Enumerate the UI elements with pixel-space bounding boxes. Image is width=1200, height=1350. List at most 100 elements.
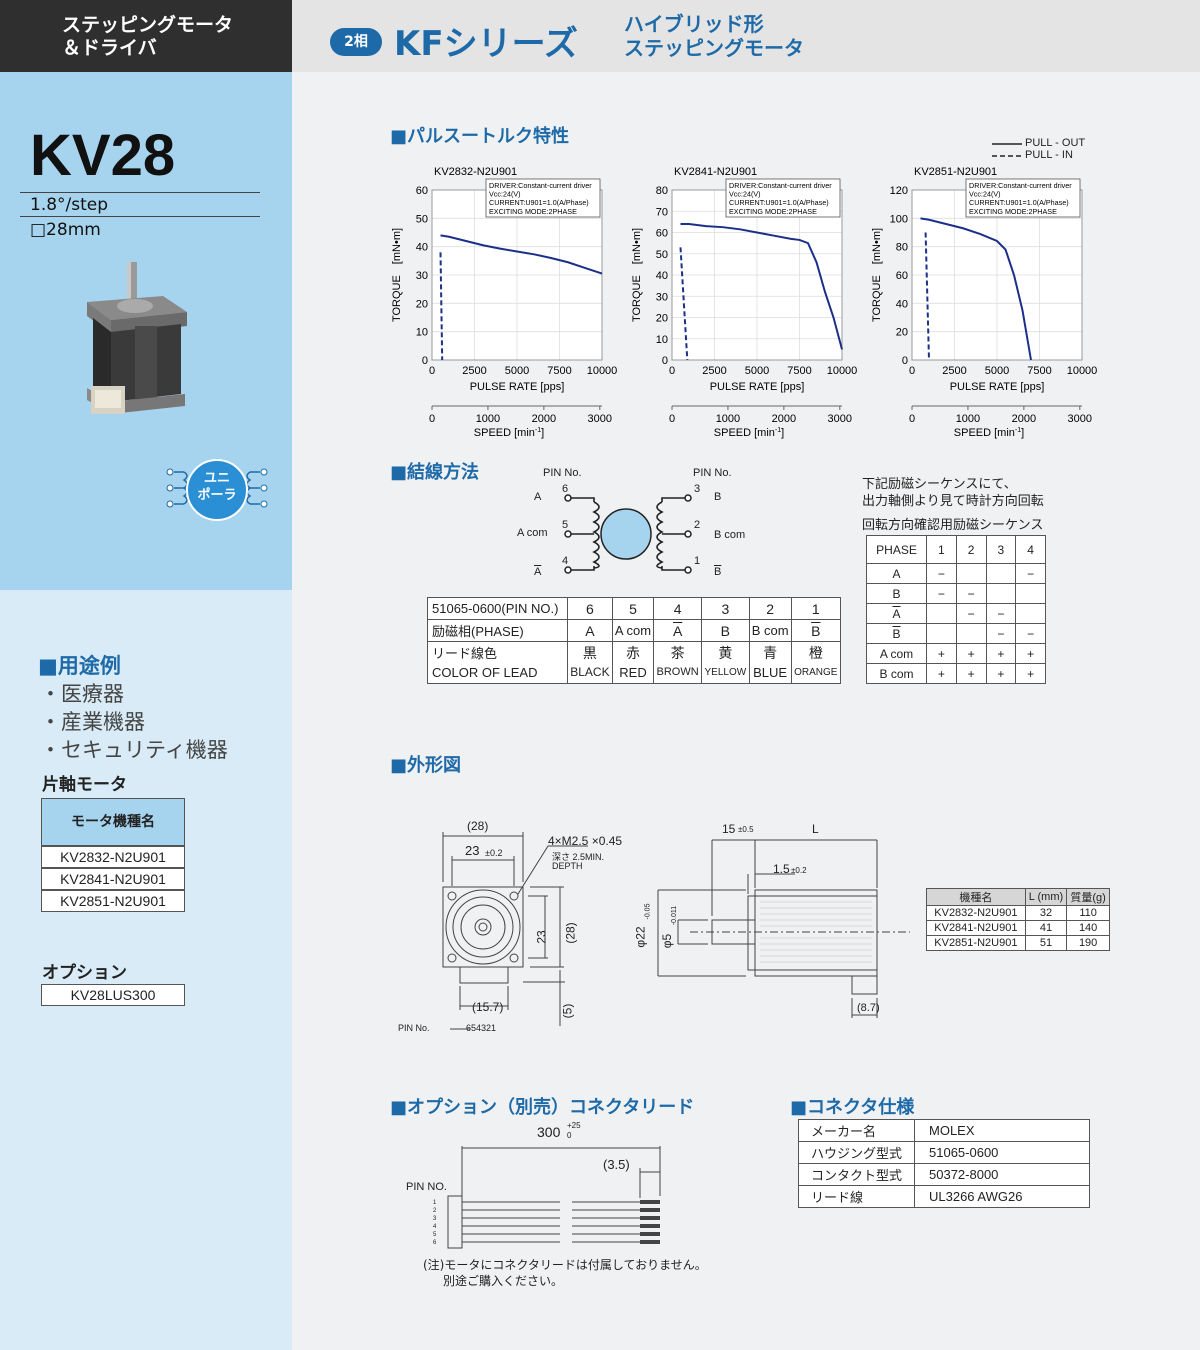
dim-phi5-tol: -0.011	[671, 905, 679, 926]
lead-note: (注)モータにコネクタリードは付属しておりません。 別途ご購入ください。	[423, 1257, 707, 1289]
spec-cell: KV2832-N2U901	[926, 905, 1026, 921]
pin-table-head: 1	[790, 597, 842, 620]
connector-value: UL3266 AWG26	[914, 1185, 1090, 1208]
pin-table-head: 6	[567, 597, 613, 620]
driver-line: DRIVER:Constant-current driver	[489, 181, 592, 190]
model-list-item: KV2851-N2U901	[41, 890, 185, 912]
color-en: YELLOW	[704, 666, 747, 678]
speed-tick-label: 1000	[476, 413, 500, 425]
lead-pin-numbers: 1 2 3 4 5 6	[433, 1199, 436, 1247]
pin-number: 5	[562, 519, 569, 531]
pin-phase: A	[653, 619, 703, 642]
sequence-cell: +	[985, 643, 1017, 664]
sequence-cell	[955, 623, 987, 644]
x-tick-label: 5000	[985, 365, 1009, 377]
dim-15b: 1.5	[773, 862, 790, 876]
pullout-line	[440, 234, 603, 275]
wire-label: B	[714, 566, 722, 578]
unipolar-badge: ユニ ポーラ	[187, 470, 247, 504]
lead-length: 300	[537, 1124, 561, 1140]
sequence-cell: −	[1015, 623, 1046, 644]
speed-label-sup: -1	[775, 427, 781, 434]
pin-table-head: 5	[611, 597, 655, 620]
speed-label-sup: -1	[535, 427, 541, 434]
speed-axis-label: SPEED [min-1]	[714, 427, 784, 439]
sequence-phase: A	[866, 563, 927, 584]
wiring-title: ■結線方法	[390, 462, 480, 483]
color-en: BLACK	[570, 664, 610, 679]
sequence-cell: +	[1015, 663, 1046, 684]
driver-line: EXCITING MODE:2PHASE	[729, 207, 817, 216]
category-header: ステッピングモータ ＆ドライバ	[0, 0, 292, 72]
pin-number: 4	[562, 555, 569, 567]
y-tick-label: 0	[902, 355, 908, 367]
speed-tick-label: 0	[429, 413, 435, 425]
speed-label-sup: -1	[1015, 427, 1021, 434]
chart-title: KV2851-N2U901	[914, 166, 997, 178]
pin-number: 2	[694, 519, 701, 531]
dim-L: L	[812, 822, 819, 836]
lead-pin: 5	[433, 1232, 437, 1238]
sequence-cell: +	[955, 663, 987, 684]
series-header	[292, 0, 1200, 72]
speed-tick-label: 3000	[1068, 413, 1092, 425]
sequence-cell: −	[985, 623, 1017, 644]
y-axis-label: TORQUE [mN•m]	[391, 228, 403, 322]
driver-line: DRIVER:Constant-current driver	[729, 181, 832, 190]
pin-number: 6	[562, 483, 569, 495]
pin-table-label: 励磁相(PHASE)	[427, 619, 568, 642]
divider	[20, 192, 260, 193]
chart-title: KV2841-N2U901	[674, 166, 757, 178]
pin-label-left: PIN No.	[543, 467, 582, 479]
lead-length-tol-lo: 0	[567, 1131, 572, 1140]
y-tick-label: 40	[656, 270, 668, 282]
sequence-cell	[955, 563, 987, 584]
spec-head: 機種名	[926, 888, 1026, 906]
pin-table-head: 4	[653, 597, 703, 620]
dim-15: 15	[722, 822, 736, 836]
model-list-item: KV2832-N2U901	[41, 846, 185, 868]
dim-depth: 深さ 2.5MIN.	[552, 852, 605, 862]
x-axis-label: PULSE RATE [pps]	[710, 381, 805, 393]
pullin-line	[679, 247, 689, 361]
outline-drawing	[442, 832, 910, 1030]
lead-pin: 4	[433, 1224, 437, 1230]
spec-head: L (mm)	[1024, 888, 1068, 906]
pullout-line	[680, 223, 843, 350]
speed-label-end: ]	[1021, 427, 1024, 439]
lead-drawing	[447, 1146, 661, 1254]
connector-key: リード線	[798, 1185, 915, 1208]
pin-phase: B com	[748, 619, 792, 642]
speed-label: SPEED [min	[954, 427, 1015, 439]
y-tick-label: 80	[656, 185, 668, 197]
lead-pin-label: PIN NO.	[406, 1181, 447, 1193]
speed-label-end: ]	[541, 427, 544, 439]
connector-value: MOLEX	[914, 1119, 1090, 1142]
divider	[20, 216, 260, 217]
x-tick-label: 0	[429, 365, 435, 377]
driver-box	[965, 178, 1081, 218]
sequence-cell: +	[926, 643, 957, 664]
model-list-item: KV2841-N2U901	[41, 868, 185, 890]
driver-line: Vcc:24(V)	[489, 190, 521, 199]
single-shaft-title: 片軸モータ	[42, 775, 127, 795]
sequence-cell: +	[985, 663, 1017, 684]
spec-cell: KV2841-N2U901	[926, 920, 1026, 936]
color-jp: 青	[763, 644, 778, 661]
pin-phase: A com	[611, 619, 655, 642]
color-jp: 橙	[808, 644, 823, 661]
rotation-note-1: 下記励磁シーケンスにて、	[862, 477, 1017, 492]
series-subtitle: ハイブリッド形 ステッピングモータ	[624, 12, 804, 60]
unipolar-icon	[166, 459, 268, 521]
y-tick-label: 50	[416, 213, 428, 225]
speed-label: SPEED [min	[714, 427, 775, 439]
pin-label-right: PIN No.	[693, 467, 732, 479]
x-axis-label: PULSE RATE [pps]	[470, 381, 565, 393]
pin-table-head: 51065-0600(PIN NO.)	[427, 597, 568, 620]
